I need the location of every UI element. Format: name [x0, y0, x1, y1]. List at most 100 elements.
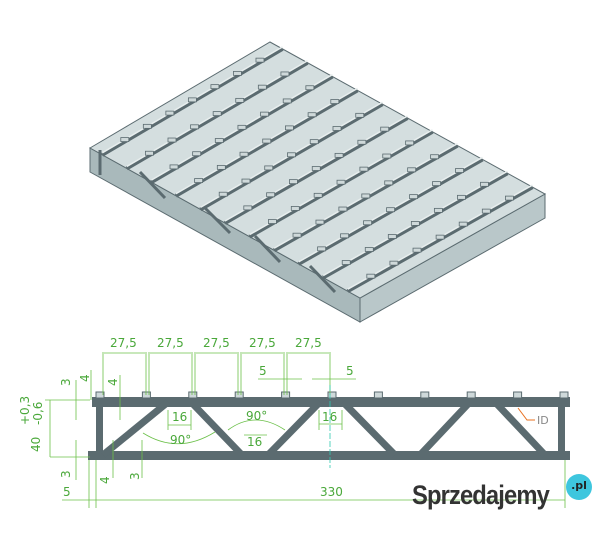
isometric-grating-view — [88, 41, 547, 323]
truss-diagonal — [100, 399, 171, 458]
pitch-label: 27,5 — [249, 336, 276, 350]
top-tab — [420, 391, 430, 399]
right-post — [558, 397, 565, 460]
grating-tab — [505, 195, 514, 201]
grating-tab — [435, 234, 445, 240]
truss-diagonal — [340, 399, 398, 458]
grating-tab — [285, 125, 294, 131]
angle-label: 90° — [170, 433, 191, 447]
top-tab — [95, 391, 105, 399]
truss-diagonal — [492, 399, 548, 458]
grating-tab — [359, 166, 369, 172]
truss-diagonal — [188, 399, 245, 458]
grating-tab — [330, 99, 340, 104]
grating-tab — [167, 137, 177, 143]
grating-tab — [280, 71, 290, 77]
watermark-logo: Sprzedajemy — [412, 480, 550, 510]
grating-tab — [386, 207, 395, 213]
web-gap-label: 16 — [322, 410, 337, 424]
grating-tab — [410, 221, 420, 226]
top-tab — [281, 391, 291, 399]
grating-tab — [366, 273, 376, 279]
grating-tab — [380, 126, 390, 132]
grating-tab — [334, 152, 344, 158]
tab-width-label: 5 — [346, 364, 354, 378]
grating-tab — [409, 194, 418, 200]
grating-tab — [407, 167, 417, 173]
length-label: 330 — [320, 485, 343, 499]
grating-tab — [120, 137, 130, 142]
grating-tab — [190, 124, 199, 130]
height-label: 40 — [29, 437, 43, 452]
id-label: ID — [537, 414, 549, 427]
bottom-dim-label: 3 — [128, 472, 142, 480]
grating-tab — [233, 70, 242, 76]
grating-tab — [192, 151, 202, 157]
grating-tab — [165, 110, 175, 116]
top-chord — [92, 397, 570, 407]
grating-tab — [457, 194, 466, 200]
id-leader — [517, 407, 535, 421]
flange-label: 4 — [106, 378, 120, 386]
web-gap-label: 16 — [247, 435, 262, 449]
grating-tab — [412, 247, 422, 253]
angle-label: 90° — [246, 409, 267, 423]
grating-tab — [145, 150, 154, 156]
truss-diagonal — [265, 399, 323, 458]
grating-tab — [210, 84, 220, 90]
pitch-label: 27,5 — [157, 336, 184, 350]
grating-tab — [169, 164, 179, 170]
grating-tab — [282, 98, 292, 104]
grating-tab — [389, 260, 399, 266]
grating-tab — [268, 219, 277, 224]
top-tab — [559, 391, 569, 399]
grating-tab — [315, 219, 325, 225]
grating-tab — [361, 193, 371, 199]
tolerance-minus: -0,6 — [31, 402, 45, 425]
dimension-lines — [45, 352, 566, 508]
grating-tab — [218, 191, 228, 197]
tolerance-plus: +0,3 — [18, 396, 32, 425]
grating-tab — [340, 233, 350, 239]
grating-tab — [341, 260, 351, 265]
grating-tab — [187, 97, 197, 103]
offset-label: 5 — [63, 485, 71, 499]
grating-tab — [194, 178, 204, 183]
flange-label: 4 — [78, 374, 92, 382]
grating-tab — [212, 111, 222, 116]
grating-tab — [216, 164, 226, 170]
grating-tab — [338, 206, 348, 212]
grating-tab — [317, 246, 327, 252]
grating-tab — [387, 234, 397, 239]
grating-tab — [382, 153, 392, 159]
pitch-label: 27,5 — [110, 336, 137, 350]
grating-tab — [214, 138, 224, 143]
grating-tab — [235, 97, 245, 103]
grating-tab — [292, 232, 302, 238]
top-tab — [466, 391, 476, 399]
grating-tab — [332, 126, 342, 131]
grating-tab — [257, 84, 267, 90]
grating-tab — [264, 165, 274, 171]
web-gap-label: 16 — [172, 410, 187, 424]
grating-tab — [384, 180, 394, 186]
grating-tab — [237, 124, 247, 130]
top-tab — [513, 391, 523, 399]
grating-tab — [364, 247, 374, 252]
tab-height-label: 3 — [59, 378, 73, 386]
grating-tab — [239, 151, 249, 157]
grating-tab — [305, 85, 315, 91]
grating-tab — [455, 168, 464, 173]
bottom-chord — [88, 451, 570, 460]
grating-tab — [142, 123, 152, 129]
grating-tab — [287, 152, 296, 158]
top-tab — [327, 391, 337, 399]
tab-width-label: 5 — [259, 364, 267, 378]
grating-tab — [432, 181, 441, 186]
truss-diagonal — [417, 399, 473, 458]
pitch-label: 27,5 — [203, 336, 230, 350]
elevation-view: ID 27,5 — [18, 336, 570, 508]
top-tab — [373, 391, 383, 399]
